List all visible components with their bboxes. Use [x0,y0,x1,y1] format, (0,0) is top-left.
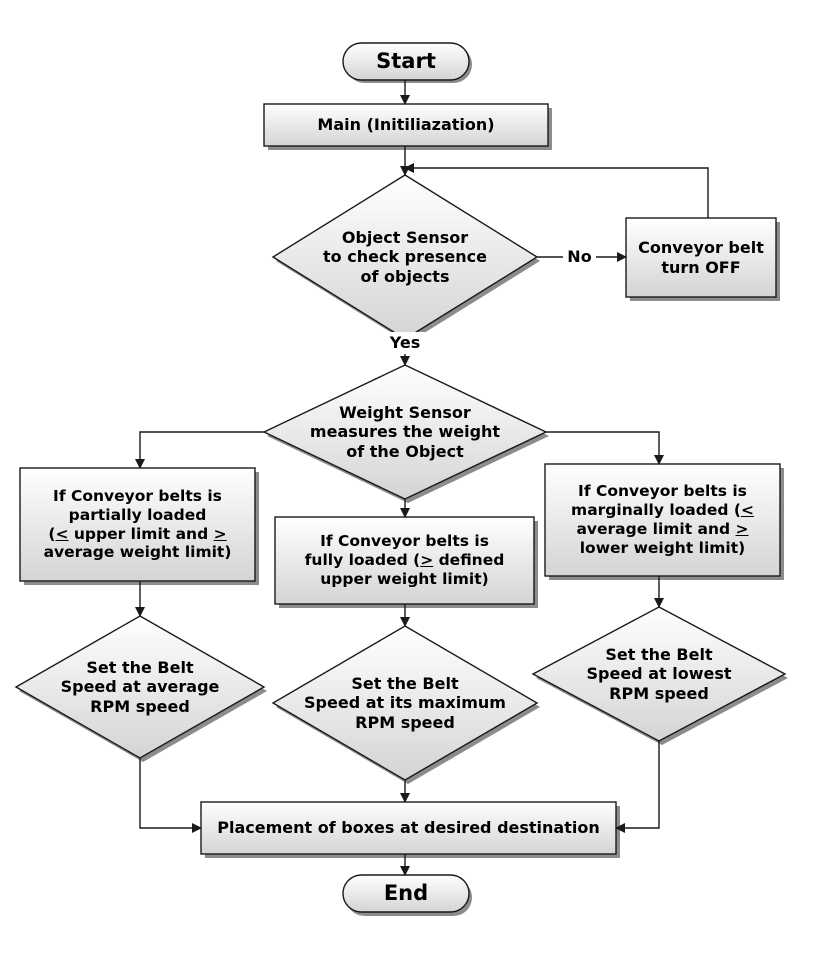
end-label: End [383,880,429,905]
marginal-load-label: If Conveyor belts is marginally loaded (… [571,482,754,557]
weight-sensor-label: Weight Sensor measures the weight of the… [309,402,501,461]
speed-max-label: Set the Belt Speed at its maximum RPM sp… [304,673,506,732]
full-load-label: If Conveyor belts is fully loaded (> def… [304,532,505,588]
object-sensor-label: Object Sensor to check presence of objec… [323,227,487,286]
conveyor-off-label: Conveyor belt turn OFF [638,237,764,277]
shapes [14,42,787,913]
speed-average-label: Set the Belt Speed at average RPM speed [60,657,220,716]
start-terminal [342,42,470,81]
placement-box [200,801,617,855]
start-label: Start [376,48,436,73]
full-load-box [274,516,535,605]
placement-label: Placement of boxes at desired destinatio… [217,818,600,838]
no-label: No [563,246,596,268]
connectors [135,80,709,876]
partial-load-label: If Conveyor belts is partially loaded (<… [43,486,232,562]
main-init-label: Main (Initiliazation) [317,115,495,135]
marginal-load-box [544,463,781,577]
speed-lowest-label: Set the Belt Speed at lowest RPM speed [586,644,732,703]
yes-label: Yes [385,332,425,354]
conveyor-off-box [625,217,777,298]
